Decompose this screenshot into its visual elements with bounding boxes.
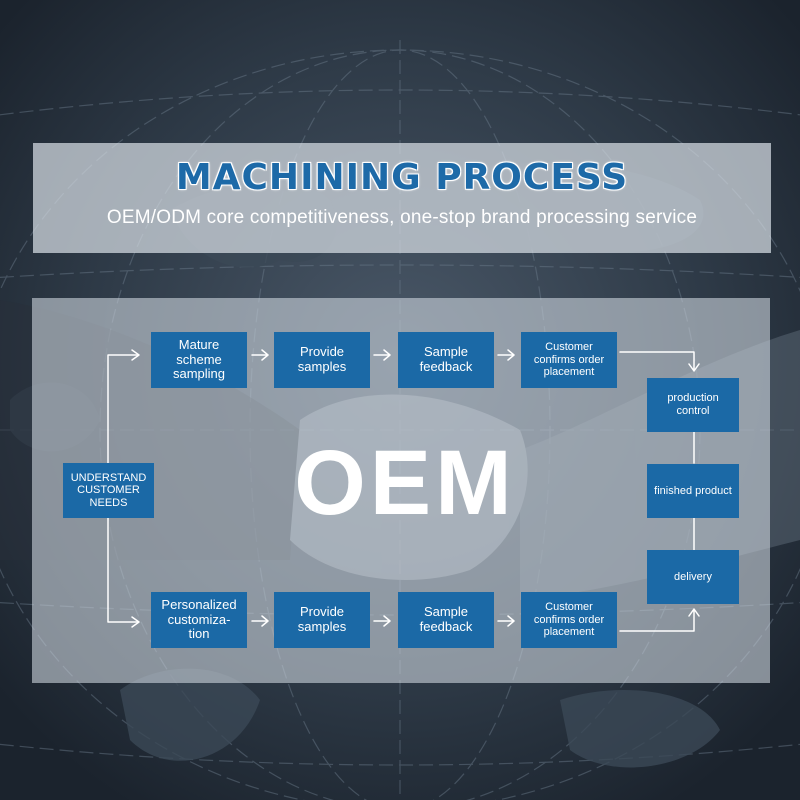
- page-title: MACHINING PROCESS: [175, 157, 629, 198]
- step-understand-customer-needs: UNDERSTAND CUSTOMER NEEDS: [63, 463, 154, 518]
- header-panel: MACHINING PROCESS OEM/ODM core competiti…: [33, 143, 771, 253]
- step-production-control: production control: [647, 378, 739, 432]
- step-top-customer-confirms-order: Customer confirms order placement: [521, 332, 617, 388]
- step-finished-product: finished product: [647, 464, 739, 518]
- step-bottom-customer-confirms-order: Customer confirms order placement: [521, 592, 617, 648]
- oem-watermark: OEM: [294, 432, 516, 534]
- step-top-provide-samples: Provide samples: [274, 332, 370, 388]
- step-top-mature-scheme-sampling: Mature scheme sampling: [151, 332, 247, 388]
- step-delivery: delivery: [647, 550, 739, 604]
- page-subtitle: OEM/ODM core competitiveness, one-stop b…: [106, 207, 698, 228]
- step-bottom-personalized-customization: Personalized customiza- tion: [151, 592, 247, 648]
- step-top-sample-feedback: Sample feedback: [398, 332, 494, 388]
- step-bottom-sample-feedback: Sample feedback: [398, 592, 494, 648]
- step-bottom-provide-samples: Provide samples: [274, 592, 370, 648]
